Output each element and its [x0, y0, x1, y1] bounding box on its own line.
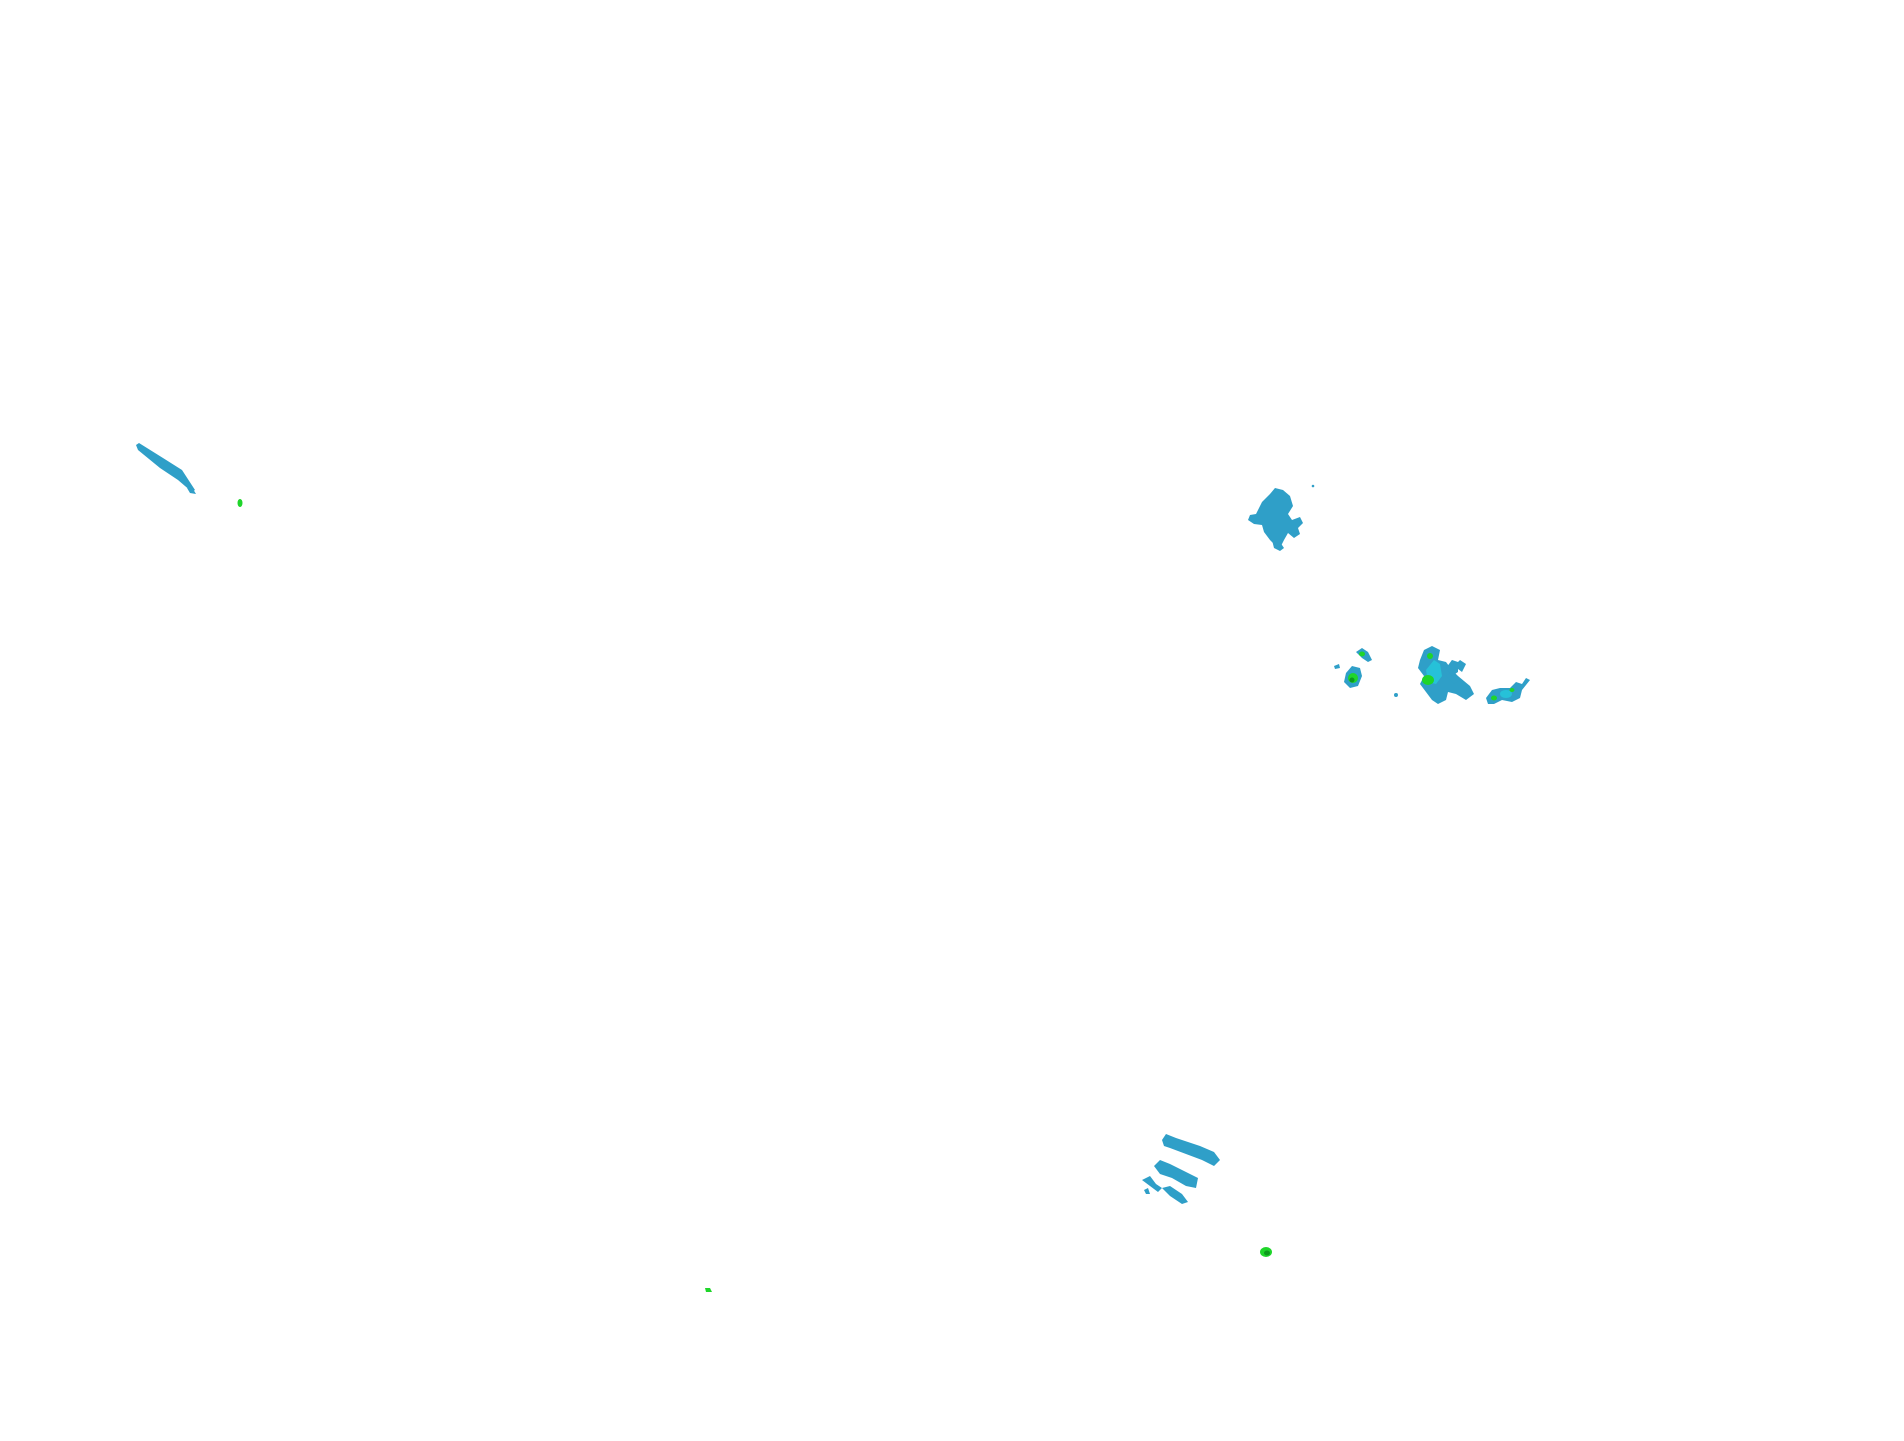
echo-cell-east-cluster-1	[1334, 664, 1362, 688]
echo-band-southeast-upper	[1162, 1134, 1220, 1166]
echo-cell-southeast-dot	[1260, 1247, 1272, 1257]
echo-cell-northwest-dot	[237, 499, 243, 507]
echo-cell-east-cluster-2	[1356, 648, 1372, 662]
echo-cell-northwest-streak	[136, 443, 196, 494]
echo-cell-east-cluster-5	[1486, 678, 1530, 704]
echo-band-southeast-middle	[1154, 1160, 1198, 1188]
echo-cell-east-dot	[1394, 693, 1398, 697]
echo-band-southeast-lower	[1142, 1176, 1188, 1204]
echo-cell-south-dot	[705, 1288, 712, 1292]
echo-cell-central-north	[1248, 484, 1315, 551]
echo-cell-east-cluster-4	[1446, 660, 1466, 676]
